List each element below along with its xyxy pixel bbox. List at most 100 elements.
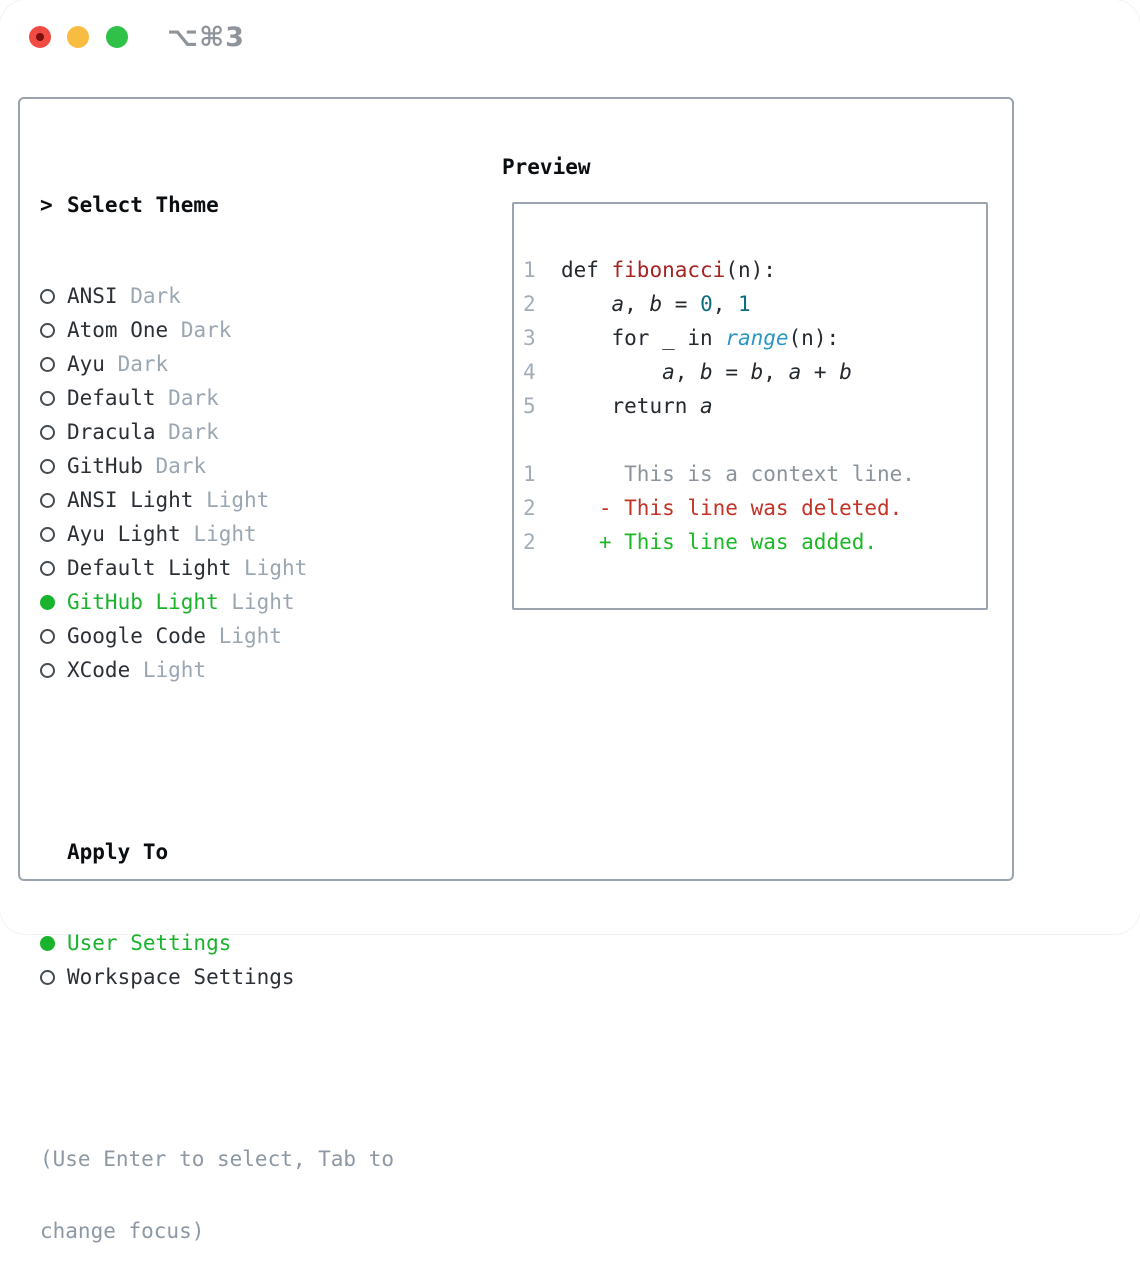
theme-option-variant-tag: Light xyxy=(218,624,282,648)
radio-icon xyxy=(40,653,67,687)
token-builtin: range xyxy=(725,326,789,350)
line-number: 4 xyxy=(523,360,561,384)
theme-option-row[interactable]: ANSI Light Light xyxy=(40,483,394,517)
line-number xyxy=(523,428,561,452)
radio-icon xyxy=(40,960,67,994)
token-var: b xyxy=(649,292,663,316)
token-var: b xyxy=(700,360,713,384)
token-code: = xyxy=(662,292,701,316)
radio-circle-glyph xyxy=(40,663,55,678)
spacer xyxy=(40,744,394,778)
radio-circle-glyph xyxy=(40,289,55,304)
preview-heading: Preview xyxy=(502,155,591,179)
token-code: = xyxy=(712,360,751,384)
theme-option-variant-tag: Light xyxy=(142,658,207,682)
token-code: for _ in xyxy=(560,326,726,350)
preview-line: 1 def fibonacci(n): xyxy=(523,253,986,287)
theme-option-variant-tag: Dark xyxy=(168,386,219,410)
theme-option-row[interactable]: GitHub Light Light xyxy=(40,585,394,619)
token-var: b xyxy=(839,360,852,384)
theme-option-variant-tag: Light xyxy=(231,590,295,614)
window-title: ⌥⌘3 xyxy=(167,22,245,53)
theme-option-label: XCode xyxy=(67,658,131,682)
theme-option-label: ANSI xyxy=(67,284,118,308)
theme-option-row[interactable]: Dracula Dark xyxy=(40,415,394,449)
radio-circle-glyph xyxy=(40,595,55,610)
token-add: + This line was added. xyxy=(560,530,878,554)
theme-option-row[interactable]: Default Light Light xyxy=(40,551,394,585)
prompt-caret: > xyxy=(40,193,53,217)
theme-option-row[interactable]: Default Dark xyxy=(40,381,394,415)
apply-option-label: Workspace Settings xyxy=(67,965,295,989)
radio-icon xyxy=(40,483,67,517)
token-num: 1 xyxy=(738,292,751,316)
token-code: , xyxy=(712,292,739,316)
theme-option-variant-tag: Dark xyxy=(168,420,219,444)
theme-option-label: Atom One xyxy=(67,318,169,342)
radio-circle-glyph xyxy=(40,323,55,338)
token-var: b xyxy=(750,360,764,384)
line-number: 3 xyxy=(523,326,561,350)
radio-icon xyxy=(40,313,67,347)
apply-option-row[interactable]: User Settings xyxy=(40,926,394,960)
apply-option-row[interactable]: Workspace Settings xyxy=(40,960,394,994)
radio-icon xyxy=(40,415,67,449)
theme-option-label: Ayu xyxy=(67,352,105,376)
token-code xyxy=(561,292,612,316)
token-num: 0 xyxy=(700,292,713,316)
line-number: 2 xyxy=(523,292,561,316)
token-func: fibonacci xyxy=(611,258,726,282)
preview-line: 4 a, b = b, a + b xyxy=(523,355,986,389)
theme-option-variant-tag: Dark xyxy=(180,318,232,342)
theme-option-row[interactable]: Atom One Dark xyxy=(40,313,394,347)
theme-option-variant-tag: Dark xyxy=(130,284,181,308)
radio-icon xyxy=(40,551,67,585)
token-code: , xyxy=(624,292,650,316)
token-code: , xyxy=(763,360,789,384)
token-code xyxy=(561,360,662,384)
radio-circle-glyph xyxy=(40,425,55,440)
footer-hint-line-2: change focus) xyxy=(40,1219,205,1243)
theme-option-label: GitHub xyxy=(67,454,143,478)
token-var: a xyxy=(788,360,802,384)
preview-line: 2 a, b = 0, 1 xyxy=(523,287,986,321)
radio-icon xyxy=(40,347,67,381)
radio-icon xyxy=(40,517,67,551)
preview-line: 3 for _ in range(n): xyxy=(523,321,986,355)
theme-option-row[interactable]: XCode Light xyxy=(40,653,394,687)
theme-option-row[interactable]: Google Code Light xyxy=(40,619,394,653)
minimize-button[interactable] xyxy=(67,26,89,48)
close-button[interactable] xyxy=(29,26,51,48)
apply-to-heading-label: Apply To xyxy=(67,840,169,864)
preview-line: 5 return a xyxy=(523,389,986,423)
radio-icon xyxy=(40,381,67,415)
radio-icon xyxy=(40,619,67,653)
preview-column: Preview 1 def fibonacci(n):2 a, b = 0, 1… xyxy=(502,150,988,610)
token-code: def xyxy=(560,258,612,282)
theme-option-label: GitHub Light xyxy=(67,590,219,614)
token-del: - This line was deleted. xyxy=(560,496,903,520)
preview-blank-line xyxy=(523,423,986,457)
radio-circle-glyph xyxy=(40,936,55,951)
theme-option-row[interactable]: Ayu Dark xyxy=(40,347,394,381)
apply-to-heading: Apply To xyxy=(40,835,394,869)
radio-selected-icon xyxy=(40,926,67,960)
zoom-button[interactable] xyxy=(106,26,128,48)
radio-circle-glyph xyxy=(40,493,55,508)
close-dot-icon xyxy=(36,33,44,41)
select-theme-heading-label: Select Theme xyxy=(67,193,219,217)
theme-option-row[interactable]: Ayu Light Light xyxy=(40,517,394,551)
token-code: (n): xyxy=(725,258,776,282)
token-context: This is a context line. xyxy=(560,462,915,486)
theme-option-row[interactable]: ANSI Dark xyxy=(40,279,394,313)
preview-line: 2 - This line was deleted. xyxy=(523,491,986,525)
theme-option-label: Default Light xyxy=(67,556,232,580)
theme-option-row[interactable]: GitHub Dark xyxy=(40,449,394,483)
token-var: a xyxy=(662,360,675,384)
